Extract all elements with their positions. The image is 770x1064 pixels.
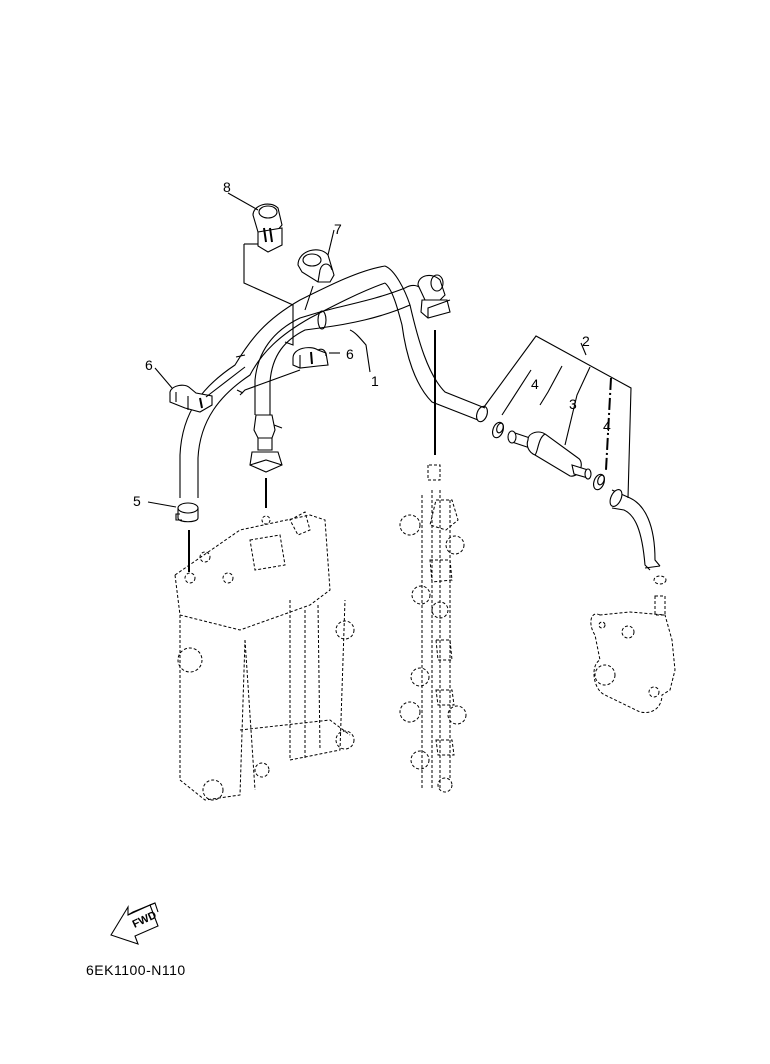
vapor-separator — [174, 478, 355, 801]
hose-1 — [179, 265, 488, 498]
callout-6-left: 6 — [145, 357, 153, 373]
leader-lines-top — [154, 192, 371, 398]
callout-8: 8 — [223, 179, 231, 195]
callout-1: 1 — [371, 373, 379, 389]
callout-5: 5 — [133, 493, 141, 509]
hose-assembly-2-bracket — [483, 335, 632, 499]
drawing-code: 6EK1100-N110 — [86, 962, 186, 978]
fuel-rail — [399, 330, 467, 793]
fuel-filter-3 — [507, 430, 592, 480]
fwd-arrow-icon — [110, 902, 159, 945]
joint-connector-8 — [252, 203, 283, 253]
callout-6-center: 6 — [346, 346, 354, 362]
holder-7 — [297, 249, 335, 283]
callout-4-left: 4 — [531, 376, 539, 392]
callout-3: 3 — [569, 396, 577, 412]
hose-inner — [254, 284, 426, 415]
callout-2: 2 — [582, 333, 590, 349]
elbow-connector — [417, 274, 451, 319]
hose-clip-4-left — [492, 421, 504, 439]
callout-4-right: 4 — [603, 418, 611, 434]
outlet-hose — [609, 489, 661, 571]
callout-7: 7 — [334, 221, 342, 237]
holder-6-center — [292, 347, 329, 369]
hose-clamp-5 — [147, 501, 199, 523]
holder-6-left — [169, 384, 213, 413]
hose-clip-4-right — [593, 473, 605, 491]
quick-connector — [249, 414, 283, 473]
fuel-pump — [590, 575, 676, 714]
